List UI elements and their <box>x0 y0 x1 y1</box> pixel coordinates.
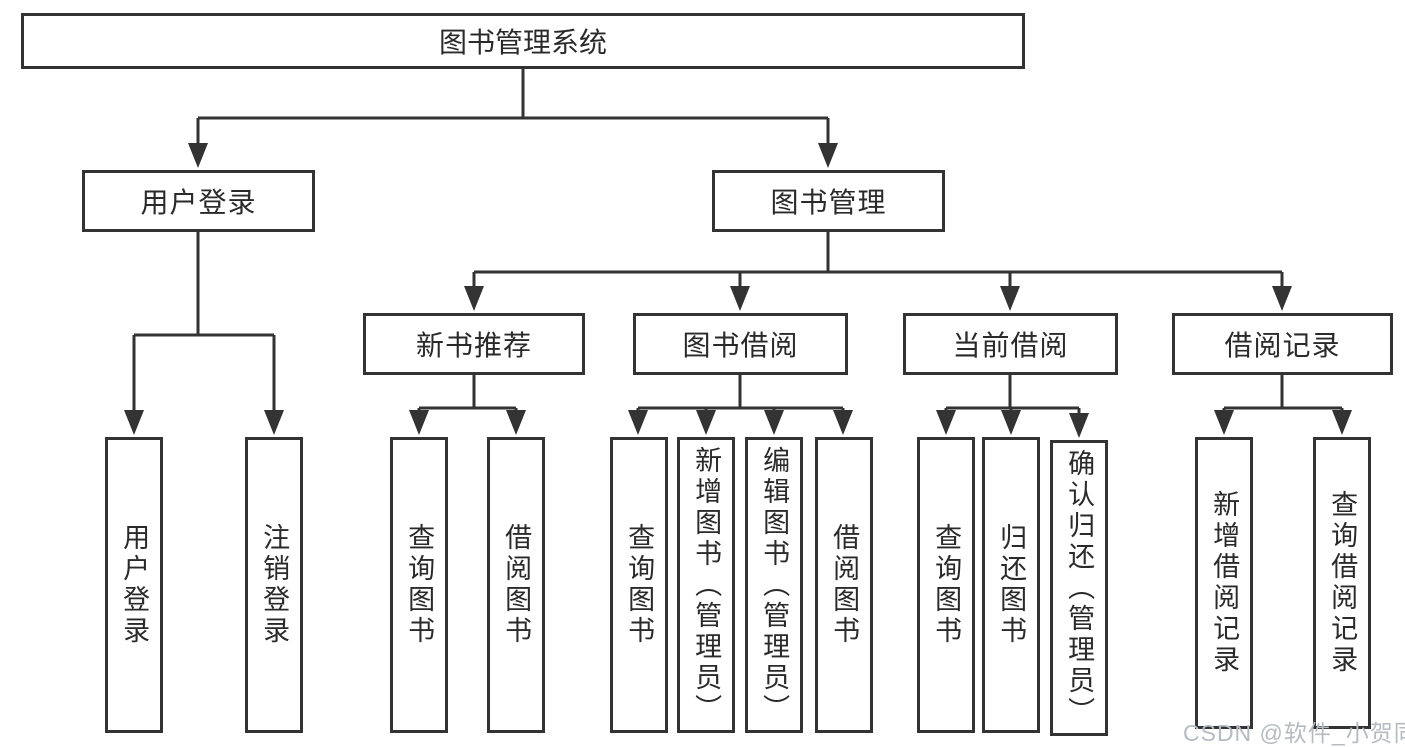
leaf-add-borrow-record: 新增借阅记录 <box>1195 437 1253 729</box>
leaf-confirm-return-admin: 确认归还（管理员） <box>1050 440 1108 736</box>
leaf-borrow-books-recommend: 借阅图书 <box>487 437 545 733</box>
leaf-label: 用户登录 <box>119 523 150 647</box>
leaf-label: 查询图书 <box>624 523 655 647</box>
arrow-down-icon <box>264 410 284 435</box>
leaf-label: 编辑图书（管理员） <box>759 445 790 725</box>
leaf-query-books-borrow: 查询图书 <box>610 437 668 733</box>
leaf-user-login: 用户登录 <box>105 437 163 733</box>
leaf-label: 新增图书（管理员） <box>691 445 722 725</box>
node-user-login: 用户登录 <box>82 170 315 232</box>
csdn-watermark: CSDN @软件_小贺同学 <box>1183 720 1405 746</box>
arrow-down-icon <box>628 410 648 435</box>
leaf-label: 新增借阅记录 <box>1209 490 1240 676</box>
arrow-down-icon <box>818 143 838 168</box>
node-root-label: 图书管理系统 <box>438 27 607 58</box>
node-new-book-recommend: 新书推荐 <box>363 313 585 375</box>
arrow-down-icon <box>409 410 429 435</box>
arrow-down-icon <box>1214 410 1234 435</box>
node-borrow-records: 借阅记录 <box>1172 313 1393 375</box>
arrow-down-icon <box>506 410 526 435</box>
arrow-down-icon <box>1332 410 1352 435</box>
leaf-label: 借阅图书 <box>501 523 532 647</box>
leaf-label: 确认归还（管理员） <box>1064 448 1095 728</box>
leaf-query-borrow-record: 查询借阅记录 <box>1313 437 1371 729</box>
leaf-label: 查询图书 <box>931 523 962 647</box>
node-label: 借阅记录 <box>1224 330 1341 361</box>
node-book-management: 图书管理 <box>712 170 945 232</box>
node-label: 当前借阅 <box>952 330 1069 361</box>
leaf-label: 归还图书 <box>996 523 1027 647</box>
leaf-label: 查询图书 <box>404 523 435 647</box>
arrow-down-icon <box>833 410 853 435</box>
leaf-query-books-recommend: 查询图书 <box>390 437 448 733</box>
arrow-down-icon <box>1001 410 1021 435</box>
arrow-down-icon <box>764 410 784 435</box>
node-label: 图书借阅 <box>682 330 799 361</box>
node-label: 新书推荐 <box>415 330 532 361</box>
node-label: 图书管理 <box>770 187 887 218</box>
leaf-label: 借阅图书 <box>829 523 860 647</box>
leaf-label: 注销登录 <box>259 523 290 647</box>
leaf-borrow-books: 借阅图书 <box>815 437 873 733</box>
arrow-down-icon <box>464 286 484 311</box>
leaf-return-books: 归还图书 <box>982 437 1040 733</box>
leaf-edit-books-admin: 编辑图书（管理员） <box>745 437 803 733</box>
arrow-down-icon <box>696 410 716 435</box>
arrow-down-icon <box>730 286 750 311</box>
arrow-down-icon <box>936 410 956 435</box>
leaf-query-books-current: 查询图书 <box>917 437 975 733</box>
arrow-down-icon <box>188 143 208 168</box>
arrow-down-icon <box>1272 286 1292 311</box>
node-root-system: 图书管理系统 <box>21 13 1025 69</box>
arrow-down-icon <box>1000 286 1020 311</box>
arrow-down-icon <box>124 410 144 435</box>
arrow-down-icon <box>1069 413 1089 438</box>
leaf-label: 查询借阅记录 <box>1327 490 1358 676</box>
node-current-borrow: 当前借阅 <box>903 313 1118 375</box>
node-book-borrow: 图书借阅 <box>633 313 848 375</box>
node-label: 用户登录 <box>140 187 257 218</box>
leaf-add-books-admin: 新增图书（管理员） <box>677 437 735 733</box>
leaf-logout: 注销登录 <box>245 437 303 733</box>
